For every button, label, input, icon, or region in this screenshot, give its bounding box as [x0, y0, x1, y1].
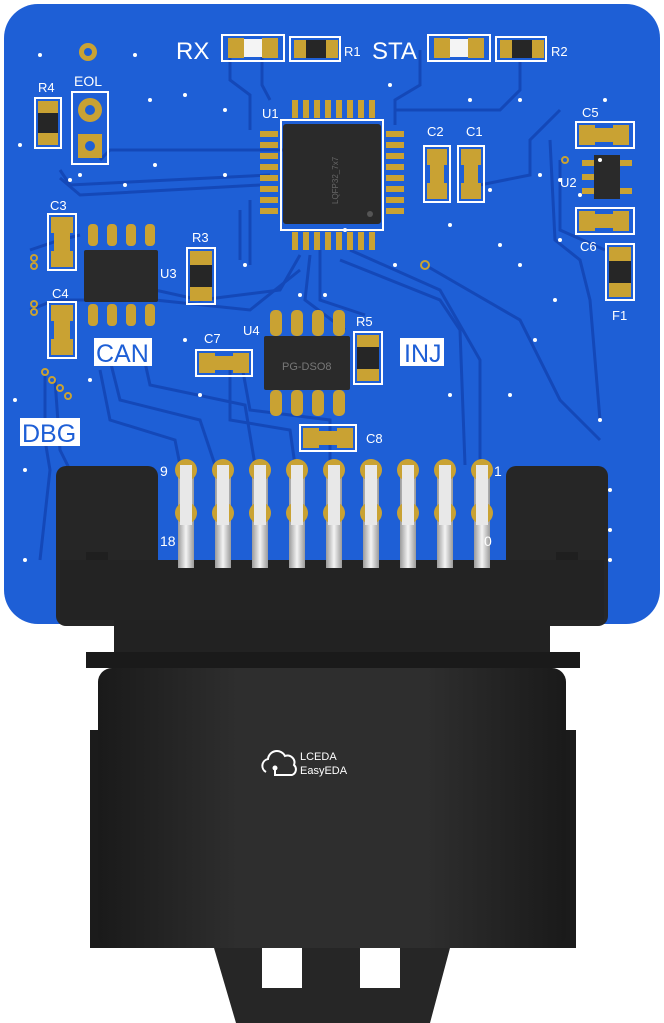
label-can: CAN [96, 340, 149, 368]
capacitor-c8 [299, 424, 357, 452]
label-f1: F1 [612, 308, 627, 323]
connector-pin-tops [180, 465, 488, 525]
label-c6: C6 [580, 239, 597, 254]
label-rx: RX [176, 38, 209, 65]
led-rx [221, 34, 285, 62]
cloud-logo-icon [261, 750, 297, 776]
label-pin-18: 18 [160, 533, 176, 549]
label-r5: R5 [356, 314, 373, 329]
capacitor-c1 [457, 145, 485, 203]
capacitor-c7 [195, 349, 253, 377]
chip-u4 [264, 310, 350, 416]
chip-u4-marking: PG-DSO8 [282, 361, 332, 373]
resistor-r4 [34, 97, 62, 149]
label-dbg: DBG [22, 420, 76, 448]
fuse-f1 [605, 243, 635, 301]
led-sta [427, 34, 491, 62]
resistor-r5 [353, 331, 383, 385]
label-c3: C3 [50, 198, 67, 213]
label-c4: C4 [52, 286, 69, 301]
chip-u1 [260, 100, 404, 250]
capacitor-c4 [47, 301, 77, 359]
label-inj-box [400, 338, 444, 366]
label-r2: R2 [551, 44, 568, 59]
label-c7: C7 [204, 331, 221, 346]
label-pin-9: 9 [160, 463, 168, 479]
resistor-r3 [186, 247, 216, 305]
pcb-board [4, 4, 660, 624]
capacitor-c6 [575, 207, 635, 235]
label-c5: C5 [582, 105, 599, 120]
capacitor-c5 [575, 121, 635, 149]
connector-housing [56, 466, 608, 1023]
label-pin-10: 0 [484, 533, 492, 549]
logo-text-easyeda: EasyEDA [300, 765, 348, 777]
label-pin-1: 1 [494, 463, 502, 479]
label-c1: C1 [466, 124, 483, 139]
label-u1: U1 [262, 106, 279, 121]
label-u4: U4 [243, 323, 260, 338]
label-dbg-box [20, 418, 80, 446]
label-u2: U2 [560, 175, 577, 190]
resistor-r1 [289, 36, 341, 62]
resistor-r2 [495, 36, 547, 62]
label-sta: STA [372, 38, 417, 65]
label-r3: R3 [192, 230, 209, 245]
label-can-box [94, 338, 152, 366]
label-u3: U3 [160, 266, 177, 281]
label-r4: R4 [38, 80, 55, 95]
label-c8: C8 [366, 431, 383, 446]
label-inj: INJ [404, 340, 442, 368]
chip-u2 [582, 155, 632, 199]
capacitor-c3 [47, 213, 77, 271]
label-r1: R1 [344, 44, 361, 59]
header-eol [71, 91, 109, 165]
label-eol: EOL [74, 73, 102, 89]
label-c2: C2 [427, 124, 444, 139]
ring-vias [30, 156, 569, 400]
capacitor-c2 [423, 145, 451, 203]
logo-text-lceda: LCEDA [300, 751, 337, 763]
chip-u1-marking: LQFP32_7x7 [331, 156, 340, 204]
chip-u3 [84, 224, 158, 326]
